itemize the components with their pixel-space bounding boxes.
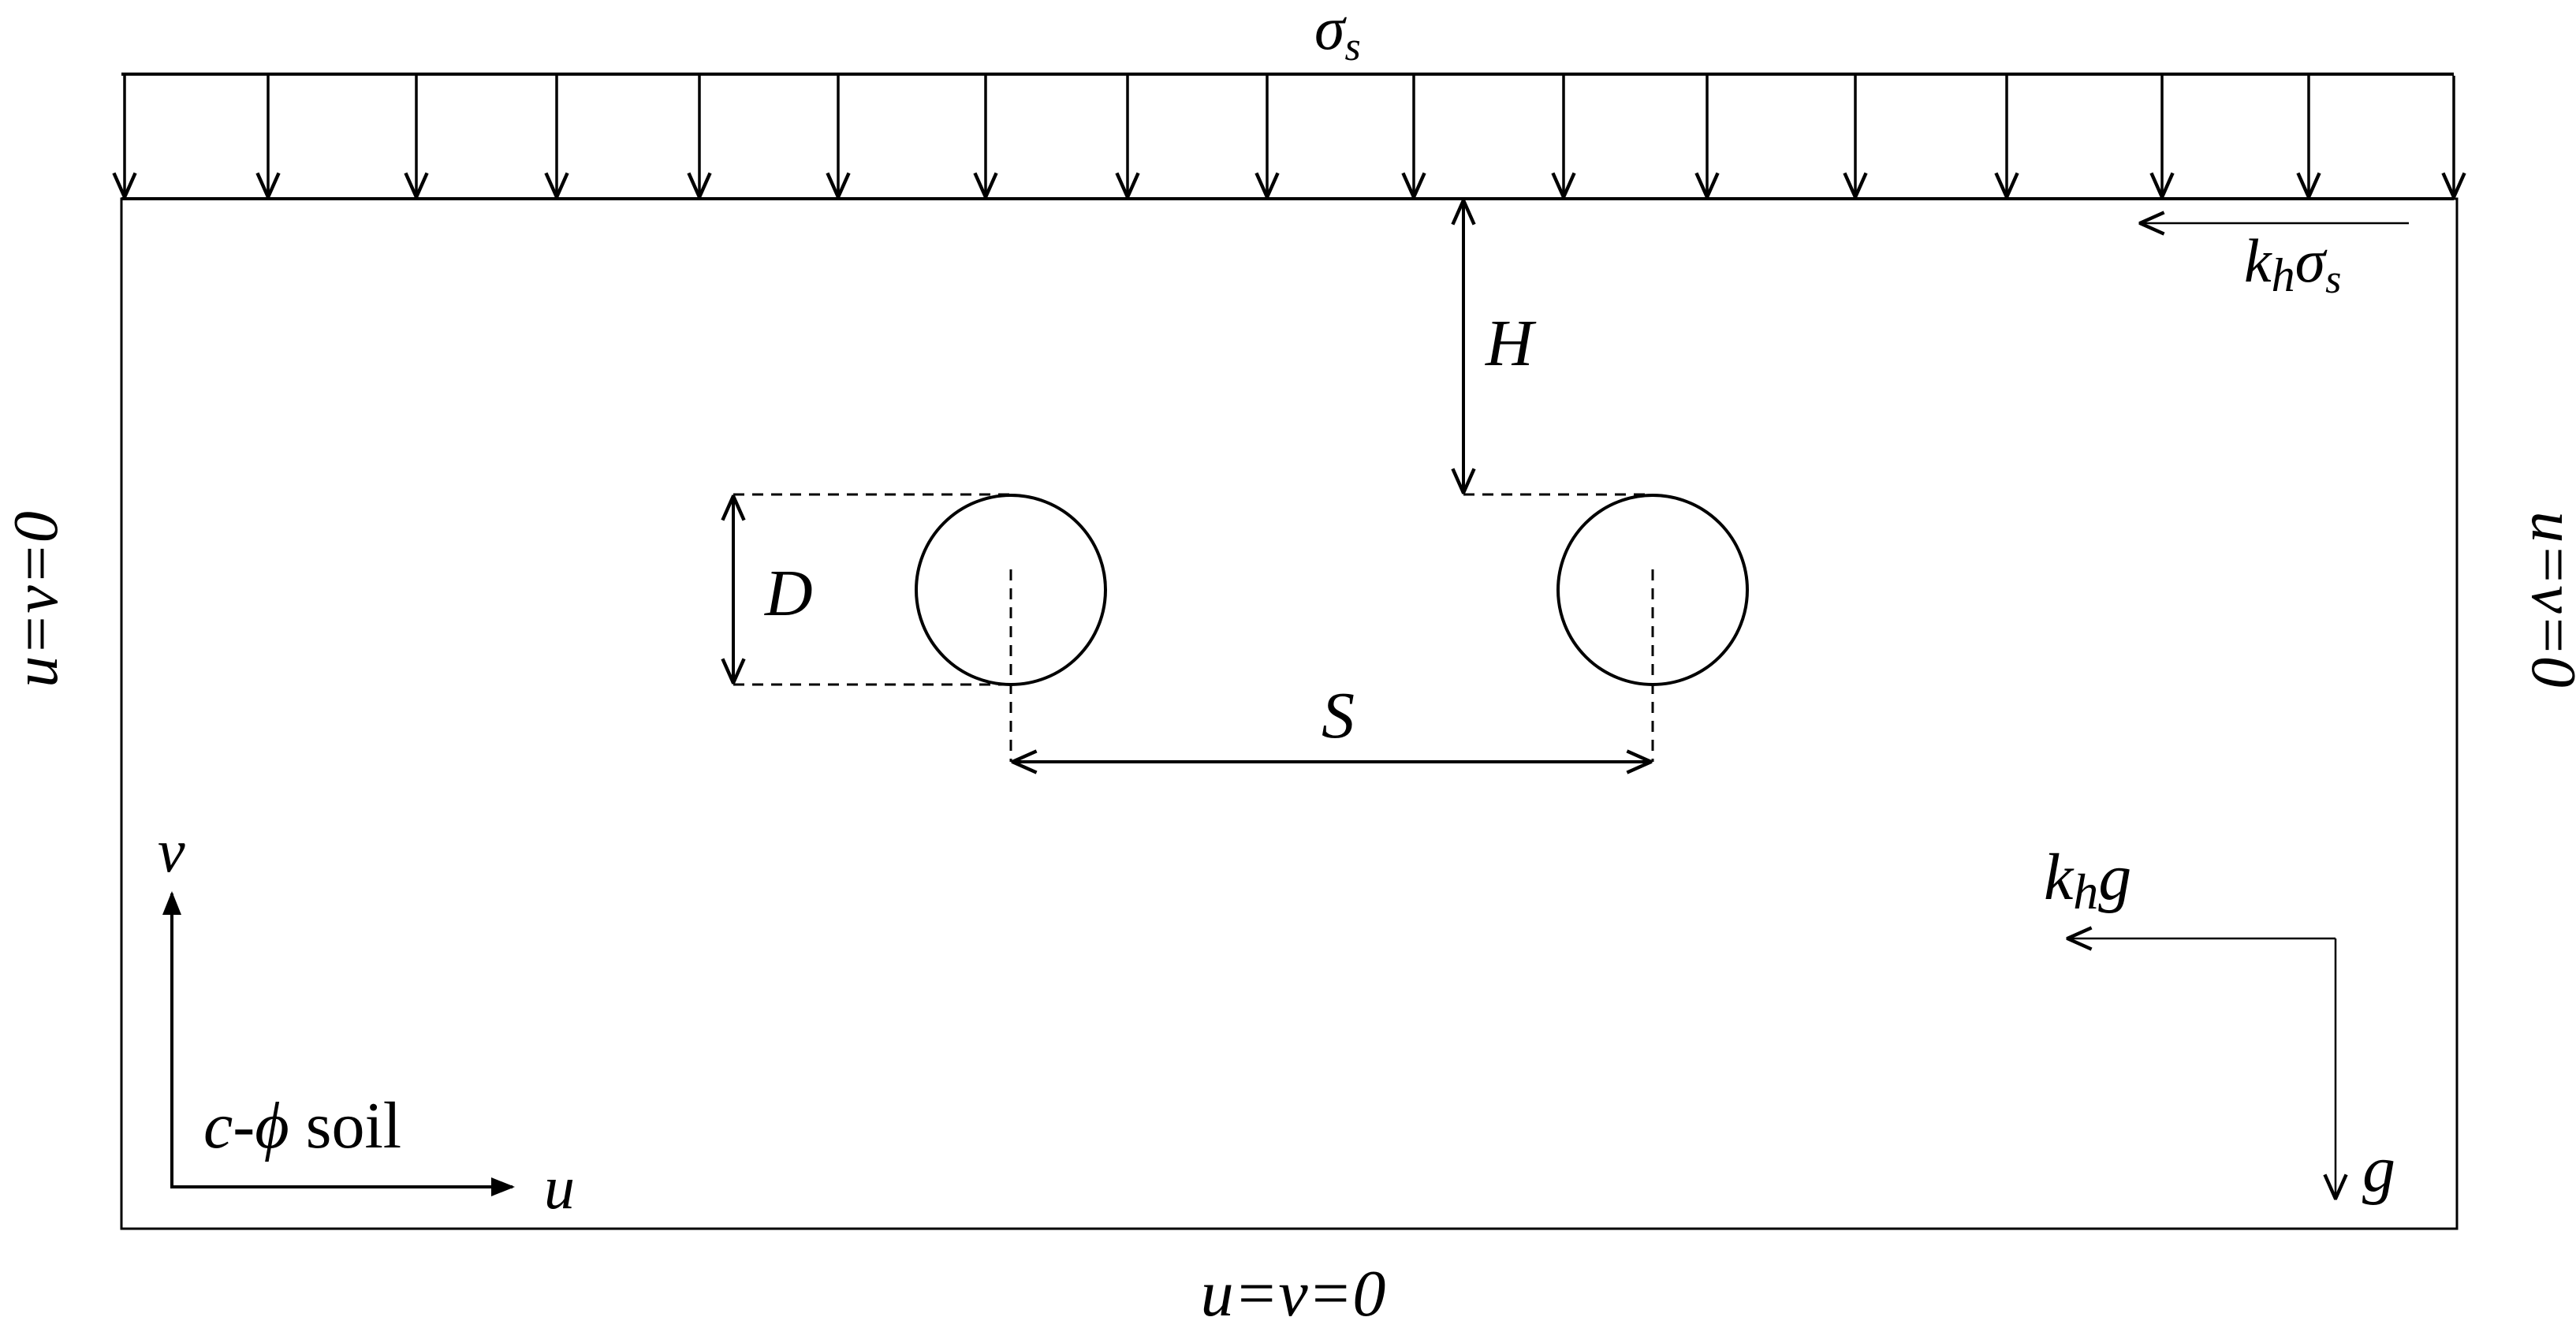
- surcharge-arrows: [125, 76, 2454, 197]
- soil-c: c: [203, 1089, 233, 1162]
- seismic-surcharge-label: khσs: [2244, 226, 2341, 302]
- gravity-label: g: [2362, 1132, 2395, 1206]
- seismic-k: k: [2244, 226, 2272, 295]
- surcharge-subscript: s: [1344, 24, 1360, 69]
- soil-domain-boundary: [120, 197, 2459, 1230]
- right-boundary-condition: u=v=0: [2518, 511, 2576, 687]
- horizontal-body-force-label: khg: [2044, 841, 2131, 920]
- bottom-boundary-condition: u=v=0: [1201, 1257, 1386, 1330]
- body-force-k-sub: h: [2073, 864, 2098, 920]
- soil-dash: -: [233, 1089, 255, 1162]
- diameter-label: D: [764, 557, 813, 630]
- soil-label: c-ϕ soil: [203, 1089, 401, 1162]
- body-force-k: k: [2044, 841, 2075, 914]
- soil-word: soil: [289, 1089, 401, 1162]
- seismic-sigma: σ: [2295, 226, 2328, 295]
- depth-label: H: [1485, 307, 1537, 380]
- left-boundary-condition: u=v=0: [2, 511, 71, 687]
- surcharge-symbol: σ: [1314, 0, 1347, 62]
- u-axis-label: u: [544, 1153, 575, 1222]
- surcharge-label: σs: [1314, 0, 1361, 69]
- seismic-k-sub: h: [2272, 249, 2295, 301]
- soil-phi: ϕ: [255, 1089, 289, 1162]
- spacing-label: S: [1322, 679, 1355, 752]
- body-force-g: g: [2098, 841, 2131, 914]
- surcharge-load: [121, 73, 2454, 200]
- seismic-sigma-sub: s: [2325, 257, 2341, 302]
- v-axis-label: v: [158, 816, 185, 885]
